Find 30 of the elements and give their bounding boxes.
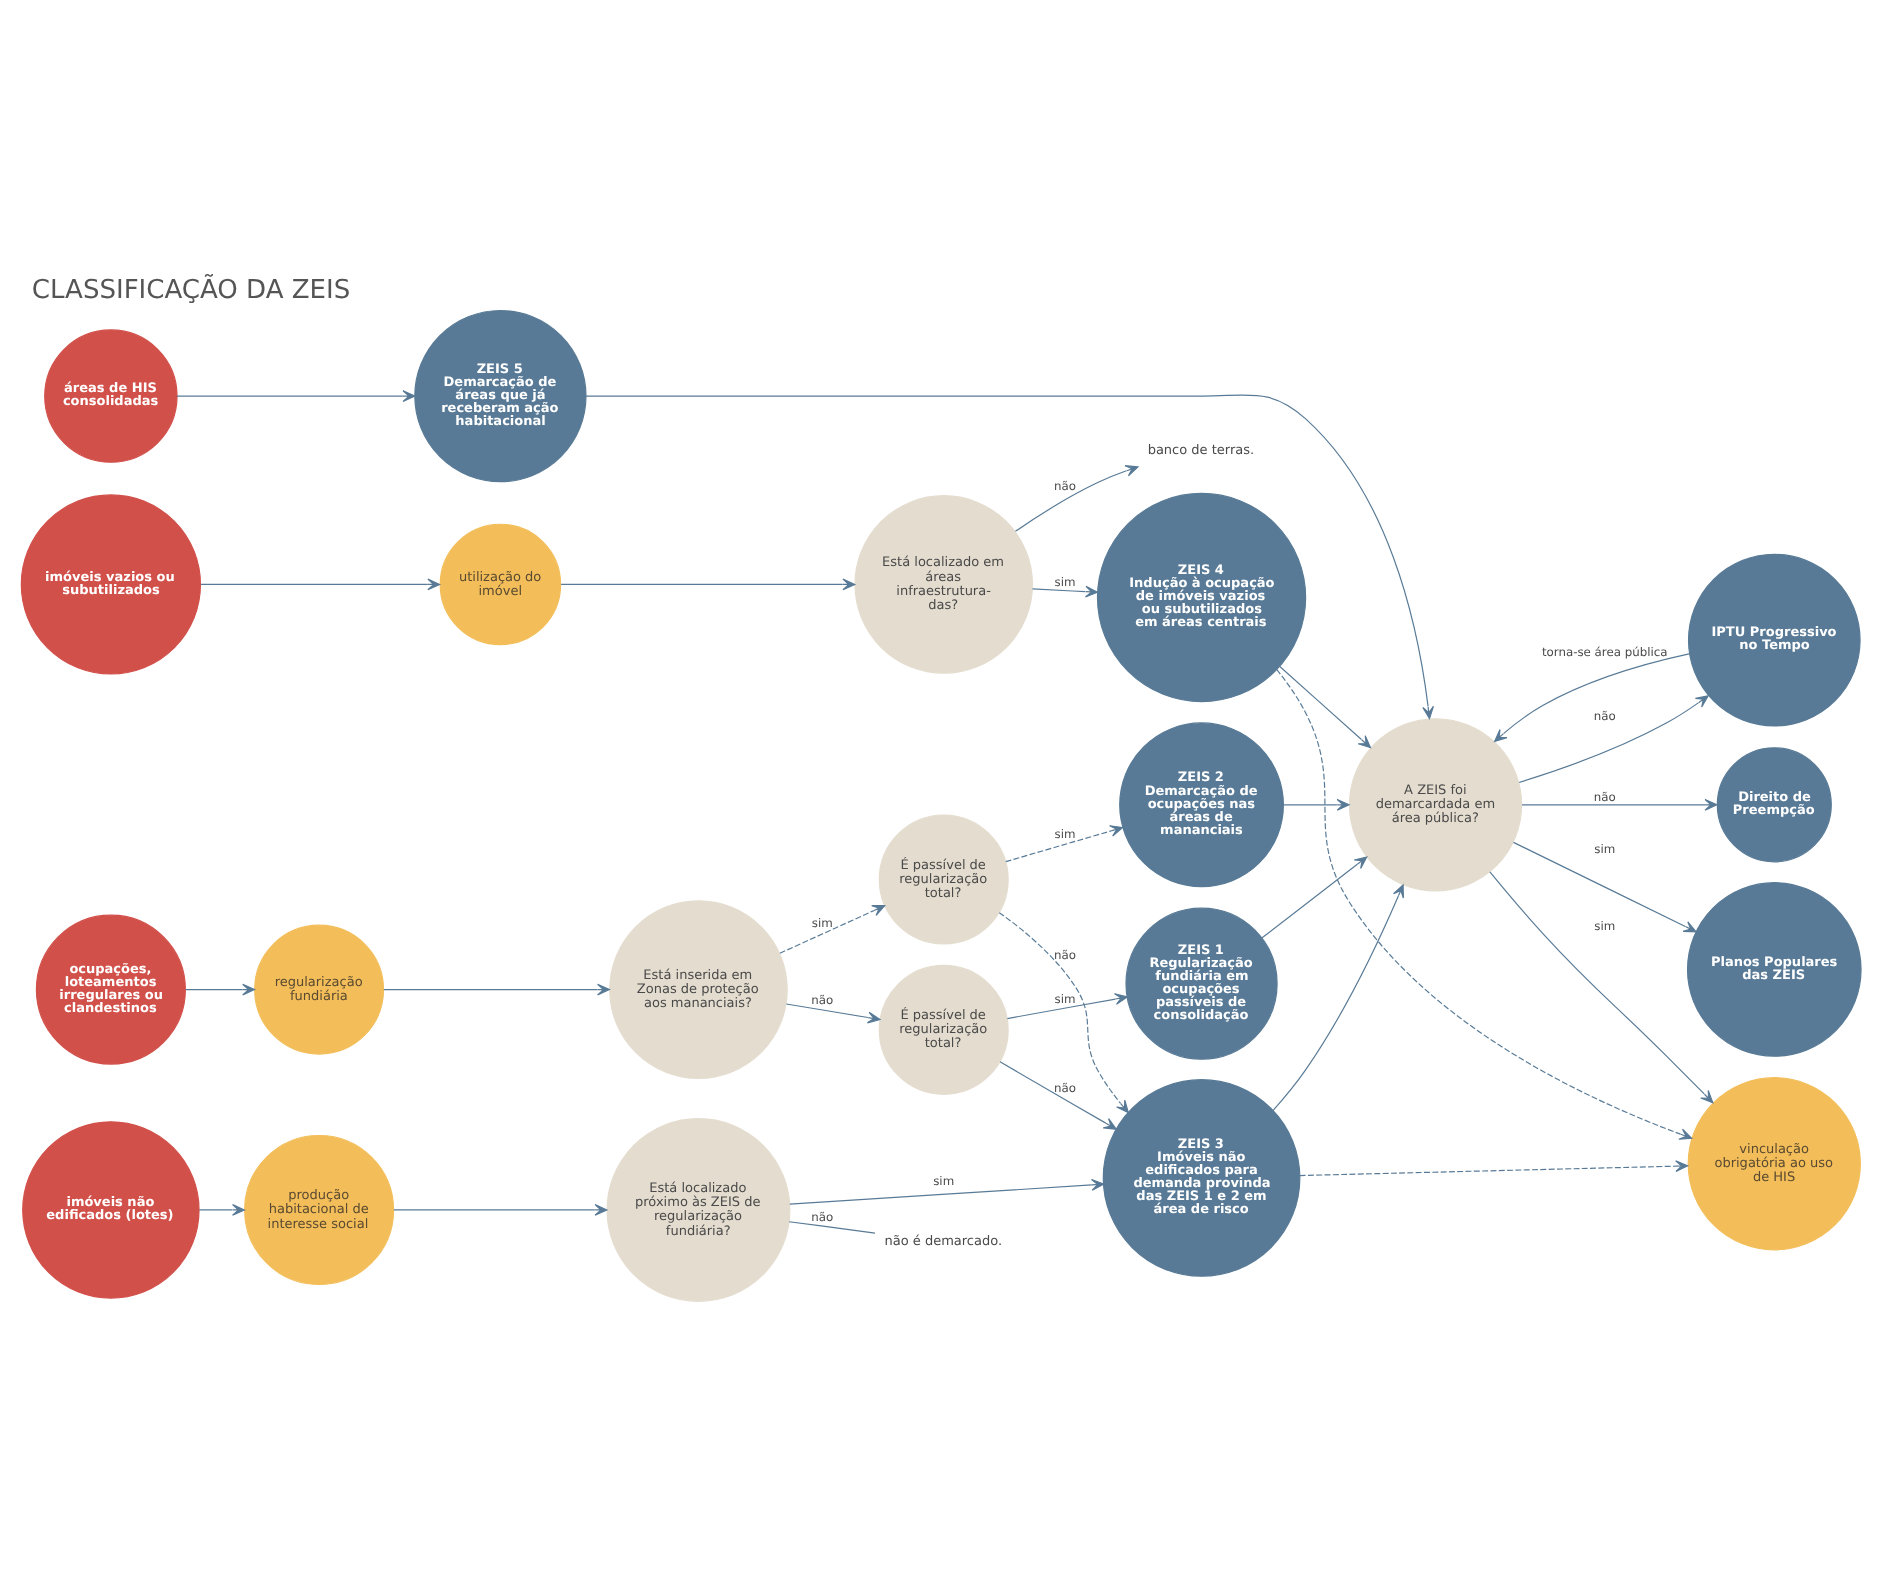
arrow (1299, 1160, 1689, 1177)
arrow (779, 905, 886, 954)
connector (788, 1221, 876, 1234)
arrow (998, 912, 1129, 1114)
arrow (1261, 856, 1368, 939)
arrow (1283, 798, 1350, 811)
arrow (1512, 841, 1697, 933)
arrow (560, 578, 856, 591)
arrow (1005, 825, 1124, 863)
arrow (1521, 798, 1718, 811)
arrow (789, 1179, 1105, 1205)
arrow (1494, 653, 1690, 743)
arrow (585, 394, 1434, 720)
arrow (1489, 871, 1714, 1104)
arrow (198, 1204, 245, 1216)
diagram-title: CLASSIFICAÇÃO DA ZEIS (31, 276, 351, 307)
arrow (185, 983, 256, 996)
arrow (1272, 884, 1404, 1112)
arrow (1276, 668, 1693, 1140)
arrow (1518, 695, 1709, 784)
arrow (785, 1003, 881, 1024)
arrow (1031, 585, 1099, 598)
arrow (393, 1204, 608, 1216)
arrow (200, 578, 441, 591)
arrow (383, 983, 611, 996)
arrow (1006, 993, 1128, 1020)
arrow (1278, 665, 1372, 749)
arrow (176, 390, 416, 402)
arrow (999, 1061, 1117, 1130)
arrow (1014, 465, 1139, 532)
